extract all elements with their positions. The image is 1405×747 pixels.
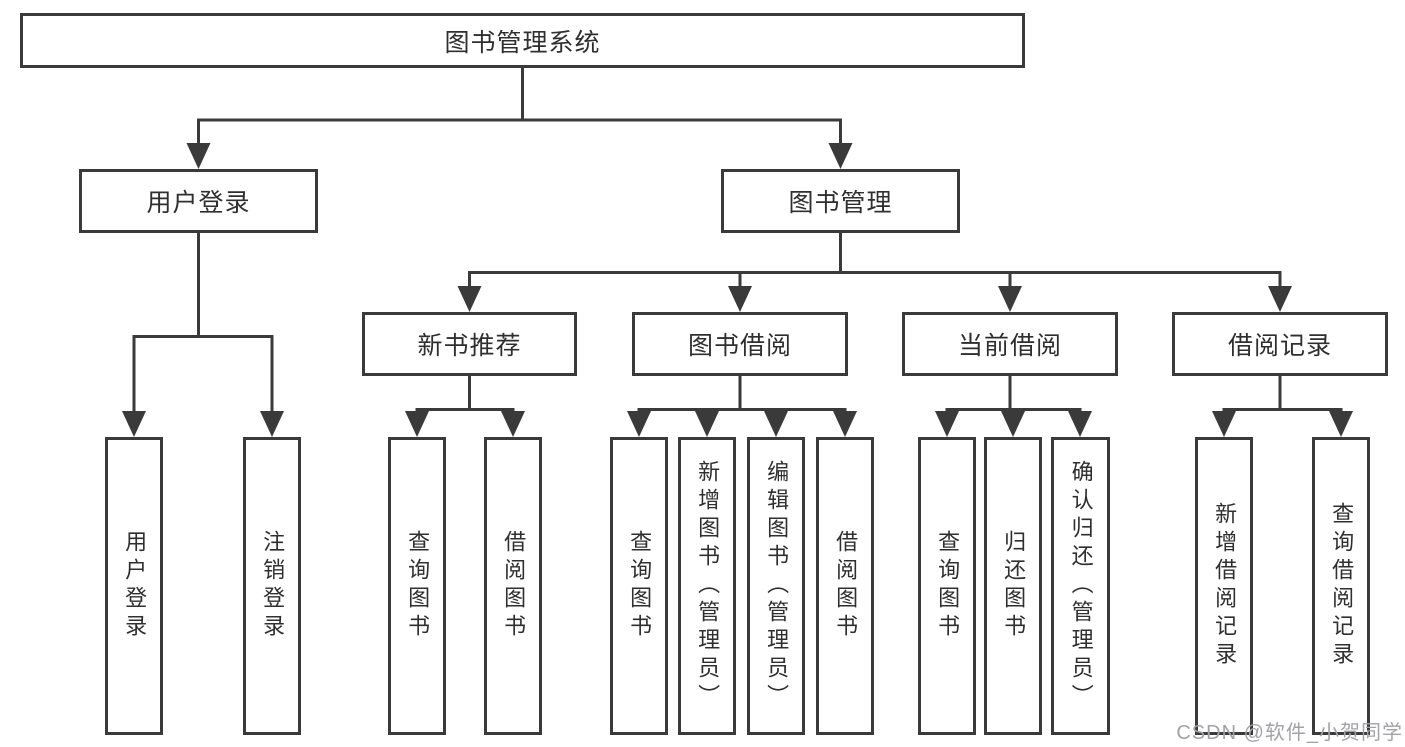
leaf-label: 确认归还（管理员） (1068, 460, 1094, 712)
node-new-book-recommendation: 新书推荐 (362, 312, 577, 376)
leaf-label: 编辑图书（管理员） (764, 460, 790, 712)
watermark: CSDN @软件_小贺同学 (1176, 722, 1403, 744)
leaf-label: 新增借阅记录 (1212, 502, 1238, 670)
leaf-label: 查询借阅记录 (1329, 502, 1355, 670)
leaf-borrow-books: 借阅图书 (816, 437, 874, 735)
leaf-confirm-return-admin: 确认归还（管理员） (1051, 437, 1110, 735)
leaf-label: 查询图书 (405, 530, 431, 642)
leaf-query-books-current: 查询图书 (918, 437, 976, 735)
leaf-borrow-books-recommend: 借阅图书 (484, 437, 542, 735)
leaf-label: 借阅图书 (833, 530, 859, 642)
leaf-label: 查询图书 (935, 530, 961, 642)
leaf-query-books-recommend: 查询图书 (388, 437, 446, 735)
node-current-borrowing: 当前借阅 (902, 312, 1118, 376)
arrowhead-icons (122, 143, 1353, 437)
leaf-add-book-admin: 新增图书（管理员） (678, 437, 736, 735)
leaf-return-books: 归还图书 (984, 437, 1042, 735)
leaf-query-borrow-record: 查询借阅记录 (1312, 437, 1370, 735)
leaf-label: 用户登录 (122, 530, 148, 642)
leaf-label: 注销登录 (260, 530, 286, 642)
leaf-label: 查询图书 (627, 530, 653, 642)
leaf-query-books-borrowing: 查询图书 (610, 437, 668, 735)
leaf-user-login: 用户登录 (105, 437, 163, 735)
leaf-label: 借阅图书 (501, 530, 527, 642)
leaf-add-borrow-record: 新增借阅记录 (1195, 437, 1253, 735)
node-borrowing-records: 借阅记录 (1172, 312, 1388, 376)
node-book-management: 图书管理 (721, 169, 960, 233)
leaf-label: 归还图书 (1001, 530, 1027, 642)
node-book-borrowing: 图书借阅 (632, 312, 848, 376)
leaf-edit-book-admin: 编辑图书（管理员） (747, 437, 805, 735)
leaf-logout: 注销登录 (243, 437, 301, 735)
node-library-management-system: 图书管理系统 (20, 13, 1025, 68)
leaf-label: 新增图书（管理员） (695, 460, 721, 712)
node-user-login: 用户登录 (79, 169, 318, 233)
